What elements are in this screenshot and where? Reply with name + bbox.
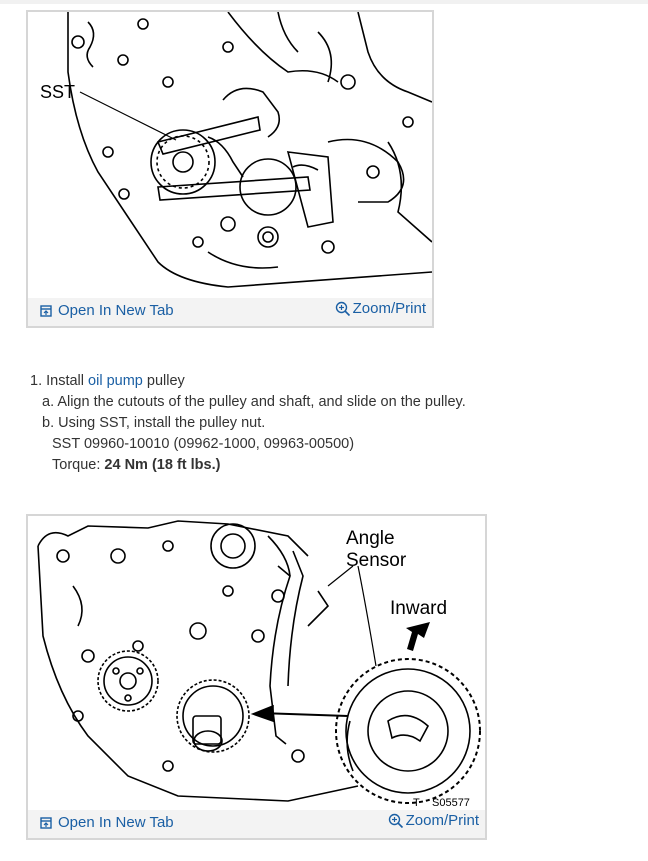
pulley-illustration: SST — [40, 12, 432, 288]
open-in-new-tab-label: Open In New Tab — [58, 302, 174, 319]
open-in-new-tab-label: Open In New Tab — [58, 814, 174, 831]
step-1: 1. Install oil pump pulley — [30, 371, 466, 392]
step-1-number: 1. — [30, 373, 43, 389]
figure-card-sst: SST Open In New Tab Zoom/Print — [26, 10, 434, 328]
figure-card-angle-sensor: Angle Sensor Inward T S05577 Open In New… — [26, 514, 487, 840]
step-1-prefix: Install — [46, 373, 89, 389]
sst-numbers: SST 09960-10010 (09962-1000, 09963-00500… — [52, 436, 355, 452]
step-b: b. Using SST, install the pulley nut. — [42, 415, 266, 431]
instruction-steps: 1. Install oil pump pulley a. Align the … — [30, 371, 466, 476]
figure-toolbar: Open In New Tab Zoom/Print — [28, 298, 432, 326]
torque-value: 24 Nm (18 ft lbs.) — [104, 457, 221, 473]
illustration-timing-pulley[interactable]: Angle Sensor Inward T S05577 — [28, 516, 485, 810]
torque-spec: Torque: 24 Nm (18 ft lbs.) — [30, 455, 466, 476]
timing-pulley-illustration: Angle Sensor Inward T S05577 — [37, 520, 481, 809]
oil-pump-link[interactable]: oil pump — [88, 373, 143, 389]
open-in-new-tab-button[interactable]: Open In New Tab — [40, 302, 174, 319]
new-tab-icon — [40, 304, 52, 317]
zoom-print-label: Zoom/Print — [405, 812, 479, 829]
callout-sst: SST — [40, 82, 75, 102]
open-in-new-tab-button[interactable]: Open In New Tab — [40, 814, 174, 831]
new-tab-icon — [40, 816, 52, 829]
figure-toolbar: Open In New Tab Zoom/Print — [28, 810, 485, 838]
label-angle: Angle — [346, 528, 395, 549]
figure-code-t: T — [413, 797, 420, 809]
figure-code: S05577 — [432, 797, 470, 809]
top-rule — [0, 0, 648, 4]
zoom-print-label: Zoom/Print — [352, 300, 426, 317]
label-sensor: Sensor — [346, 550, 407, 571]
label-inward: Inward — [390, 598, 447, 619]
step-1-suffix: pulley — [142, 373, 185, 389]
zoom-print-button[interactable]: Zoom/Print — [335, 300, 426, 317]
zoom-in-icon — [335, 301, 350, 316]
step-a: a. Align the cutouts of the pulley and s… — [42, 394, 466, 410]
zoom-print-button[interactable]: Zoom/Print — [388, 812, 479, 829]
illustration-sst-pulley[interactable]: SST — [28, 12, 432, 298]
zoom-in-icon — [388, 813, 403, 828]
torque-label: Torque: — [52, 457, 105, 473]
